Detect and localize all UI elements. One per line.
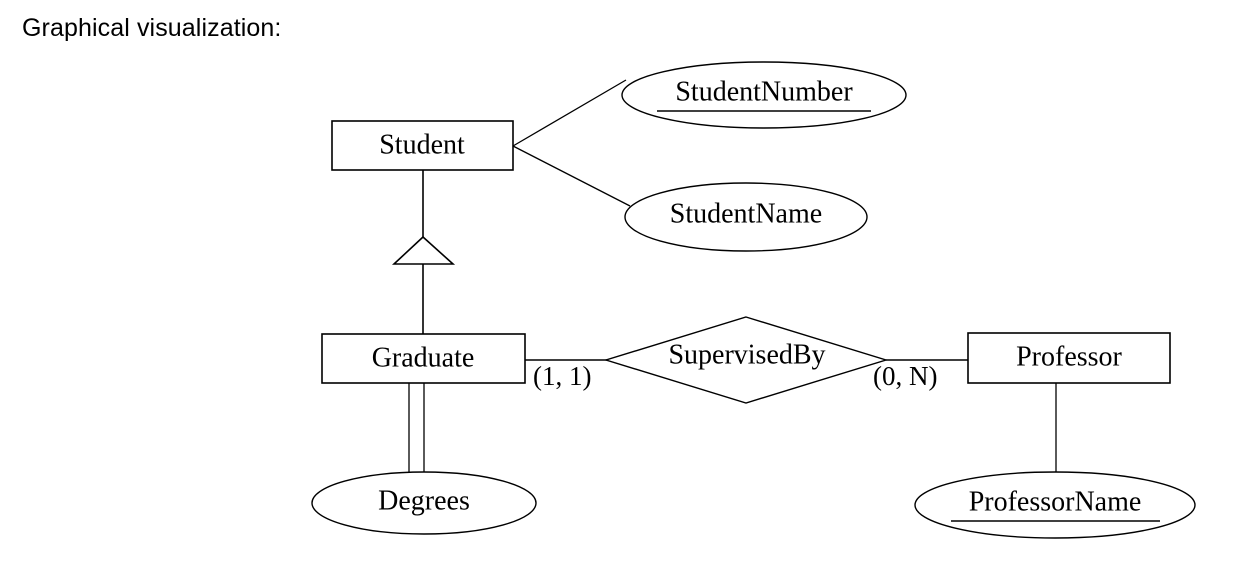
attribute-professorname[interactable]: ProfessorName bbox=[914, 471, 1196, 539]
page-title: Graphical visualization: bbox=[22, 14, 282, 42]
entity-graduate-box bbox=[321, 333, 526, 384]
attribute-professorname-label: ProfessorName bbox=[969, 486, 1142, 517]
entity-professor-box bbox=[967, 332, 1171, 384]
isa-triangle-shape bbox=[391, 235, 456, 265]
attribute-studentnumber-label: StudentNumber bbox=[675, 76, 853, 107]
relationship-supervisedby-label: SupervisedBy bbox=[668, 339, 825, 370]
entity-graduate[interactable]: Graduate bbox=[321, 333, 526, 384]
relationship-supervisedby[interactable]: SupervisedBy bbox=[603, 316, 889, 404]
entity-professor[interactable]: Professor bbox=[967, 332, 1171, 384]
attribute-studentname-label: StudentName bbox=[670, 198, 822, 229]
attribute-studentname[interactable]: StudentName bbox=[624, 182, 868, 252]
entity-student-label: Student bbox=[379, 129, 465, 160]
attribute-degrees[interactable]: Degrees bbox=[311, 471, 537, 535]
entity-student-box bbox=[331, 120, 514, 171]
attribute-studentnumber[interactable]: StudentNumber bbox=[621, 61, 907, 129]
attribute-degrees-label: Degrees bbox=[378, 485, 470, 516]
cardinality-supervisedby-professor: (0, N) bbox=[873, 361, 937, 391]
edge-student-studentname bbox=[512, 145, 631, 207]
attribute-studentname-ellipse bbox=[624, 182, 868, 252]
attribute-degrees-ellipse bbox=[311, 471, 537, 535]
entity-student[interactable]: Student bbox=[331, 120, 514, 171]
relationship-supervisedby-diamond bbox=[603, 316, 889, 404]
isa-triangle[interactable] bbox=[391, 235, 456, 265]
entity-professor-label: Professor bbox=[1016, 341, 1122, 372]
edge-student-studentnumber bbox=[512, 79, 627, 147]
cardinality-graduate-supervisedby: (1, 1) bbox=[533, 361, 591, 391]
entity-graduate-label: Graduate bbox=[372, 342, 475, 373]
